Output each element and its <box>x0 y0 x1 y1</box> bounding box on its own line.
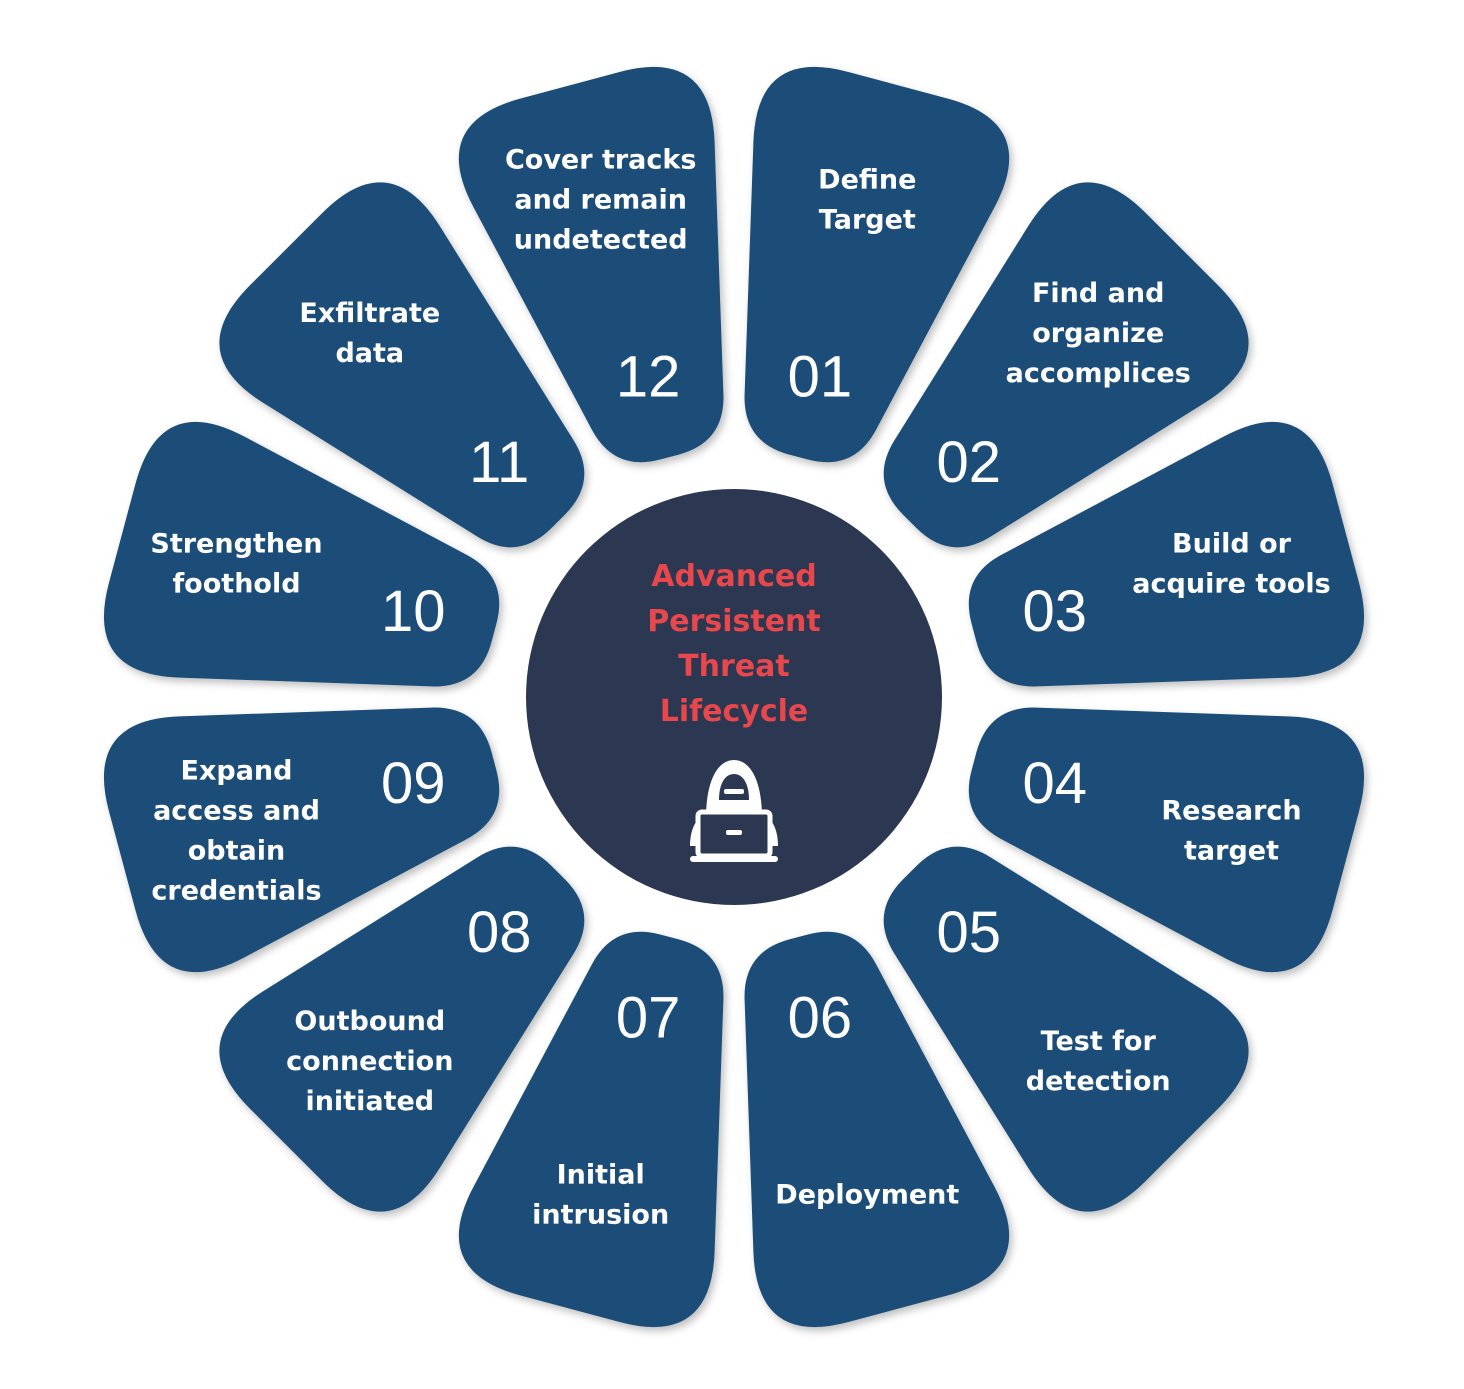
step-label: Find and organize accomplices <box>1006 278 1191 389</box>
step-label: Cover tracks and remain undetected <box>505 145 696 256</box>
petal-shape <box>103 421 500 687</box>
step-label-line: access and <box>153 795 320 826</box>
step-label-line: Exfiltrate <box>299 298 440 329</box>
step-label-line: and remain <box>514 185 687 216</box>
step-label-line: Strengthen <box>150 529 322 560</box>
step-number: 04 <box>1022 751 1087 816</box>
hacker-laptop-icon <box>690 760 778 862</box>
step-number: 06 <box>788 986 853 1051</box>
petal-step-02: 02 Find and organize accomplices <box>883 182 1249 548</box>
petal-shape <box>458 931 724 1328</box>
petal-step-12: 12 Cover tracks and remain undetected <box>458 66 724 463</box>
step-label-line: accomplices <box>1006 358 1191 389</box>
step-number: 02 <box>937 430 1002 495</box>
step-label: Test for detection <box>1026 1026 1171 1097</box>
step-label-line: data <box>335 338 404 369</box>
step-label-line: credentials <box>151 875 321 906</box>
step-label-line: Define <box>818 165 916 196</box>
step-number: 07 <box>616 986 681 1051</box>
step-label: Research target <box>1161 795 1301 866</box>
step-number: 09 <box>381 751 446 816</box>
step-label-line: Outbound <box>294 1006 445 1037</box>
step-label-line: acquire tools <box>1132 569 1330 600</box>
center-title-line: Advanced <box>651 559 816 594</box>
step-label-line: Research <box>1161 795 1301 826</box>
step-number: 01 <box>788 344 853 409</box>
step-label: Strengthen foothold <box>150 529 322 600</box>
step-label-line: obtain <box>188 835 285 866</box>
step-label-line: Cover tracks <box>505 145 696 176</box>
step-number: 03 <box>1022 579 1087 644</box>
step-label-line: Build or <box>1172 529 1292 560</box>
step-label: Exfiltrate data <box>299 298 440 369</box>
petal-step-09: 09 Expand access and obtain credentials <box>103 707 500 973</box>
step-number: 10 <box>381 579 446 644</box>
petal-shape <box>219 182 585 548</box>
step-number: 11 <box>469 430 529 495</box>
center-title-line: Threat <box>678 649 790 684</box>
step-label-line: Target <box>819 205 916 236</box>
step-label-line: Find and <box>1032 278 1164 309</box>
petal-shape <box>968 707 1365 973</box>
step-label-line: connection <box>286 1046 453 1077</box>
step-number: 05 <box>937 900 1002 965</box>
step-label-line: intrusion <box>532 1200 669 1231</box>
step-label: Expand access and obtain credentials <box>151 755 321 906</box>
step-label-line: Expand <box>181 755 293 786</box>
center-title-line: Lifecycle <box>660 694 809 729</box>
petal-step-10: 10 Strengthen foothold <box>103 421 500 687</box>
step-label-line: Deployment <box>775 1180 959 1211</box>
step-label: Deployment <box>775 1180 959 1211</box>
center-title-line: Persistent <box>647 604 821 639</box>
petal-step-03: 03 Build or acquire tools <box>968 421 1365 687</box>
step-number: 08 <box>467 900 532 965</box>
step-label-line: Initial <box>557 1160 645 1191</box>
step-label-line: Test for <box>1041 1026 1157 1057</box>
petal-shape <box>219 846 585 1212</box>
petal-shape <box>883 182 1249 548</box>
petal-step-11: 11 Exfiltrate data <box>219 182 585 548</box>
step-label: Build or acquire tools <box>1132 529 1330 600</box>
step-label: Initial intrusion <box>532 1160 669 1231</box>
center-circle <box>526 489 942 905</box>
petal-shape <box>744 66 1010 463</box>
step-label-line: organize <box>1032 318 1164 349</box>
petal-shape <box>103 707 500 973</box>
step-number: 12 <box>616 344 681 409</box>
step-label-line: target <box>1184 835 1279 866</box>
petal-shape <box>458 66 724 463</box>
step-label: Outbound connection initiated <box>286 1006 453 1117</box>
petal-shape <box>883 846 1249 1212</box>
step-label-line: detection <box>1026 1066 1171 1097</box>
step-label-line: undetected <box>514 225 688 256</box>
petal-shape <box>968 421 1365 687</box>
step-label-line: foothold <box>172 569 300 600</box>
step-label-line: initiated <box>305 1086 434 1117</box>
petal-shape <box>744 931 1010 1328</box>
